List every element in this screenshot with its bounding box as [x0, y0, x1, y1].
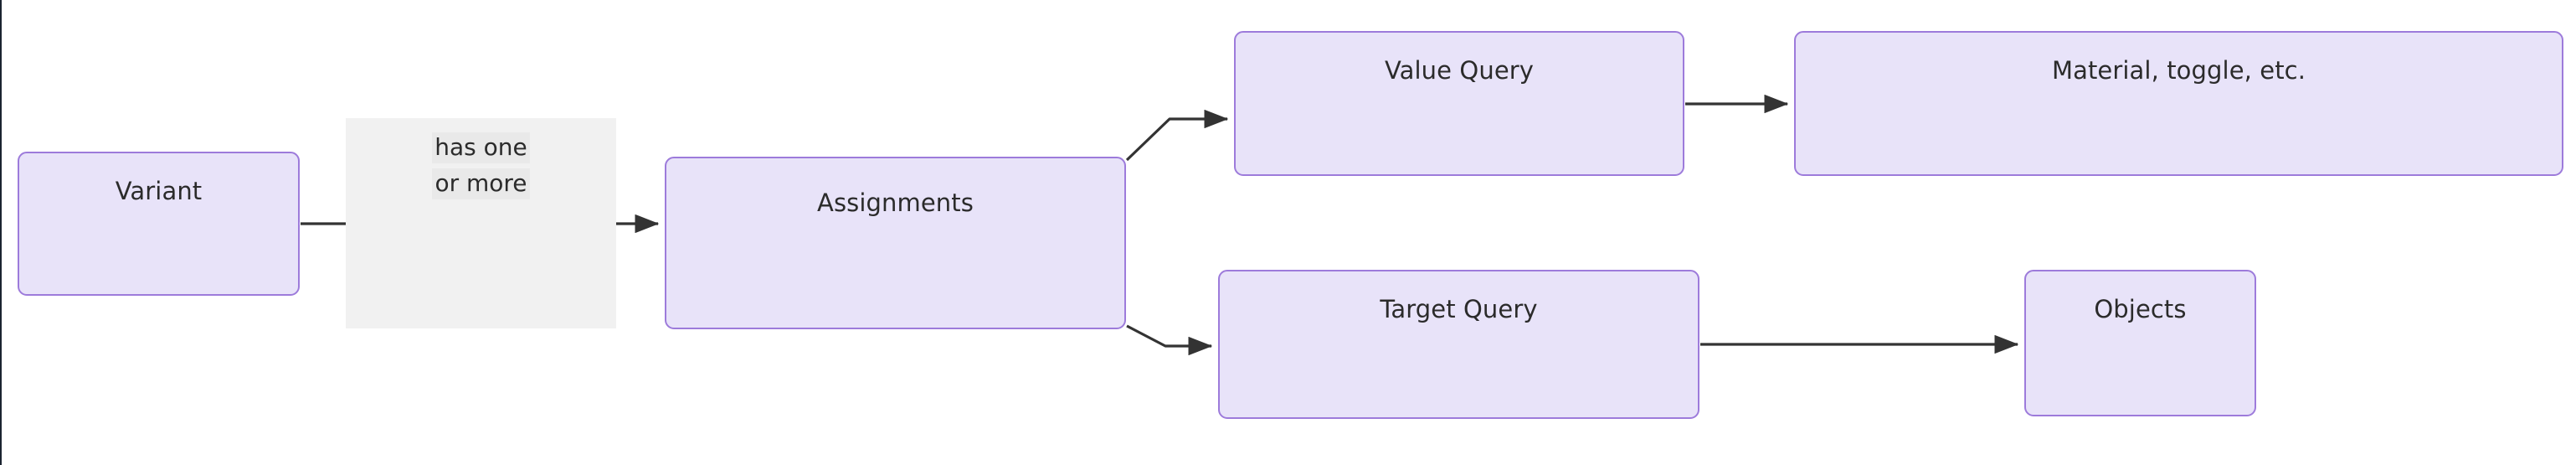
node-objects[interactable]: Objects: [2024, 270, 2256, 416]
left-border-rule: [0, 0, 2, 465]
node-assignments[interactable]: Assignments: [665, 157, 1126, 329]
edge-label-line-2: or more: [432, 168, 530, 199]
edge-assignments-to-target-query: [1126, 324, 1213, 356]
edge-label-has-one-or-more: has one or more: [346, 118, 616, 328]
node-variant-label: Variant: [115, 177, 203, 205]
node-variant[interactable]: Variant: [18, 152, 300, 296]
node-material-toggle-etc[interactable]: Material, toggle, etc.: [1794, 31, 2563, 176]
node-target-query-label: Target Query: [1380, 295, 1538, 323]
node-value-query[interactable]: Value Query: [1234, 31, 1684, 176]
node-assignments-label: Assignments: [817, 189, 974, 217]
node-target-query[interactable]: Target Query: [1218, 270, 1699, 419]
node-material-toggle-etc-label: Material, toggle, etc.: [2051, 56, 2306, 85]
edge-assignments-to-value-query: [1125, 109, 1229, 162]
node-value-query-label: Value Query: [1384, 56, 1535, 85]
node-objects-label: Objects: [2094, 295, 2187, 323]
edge-label-line-1: has one: [432, 132, 530, 163]
